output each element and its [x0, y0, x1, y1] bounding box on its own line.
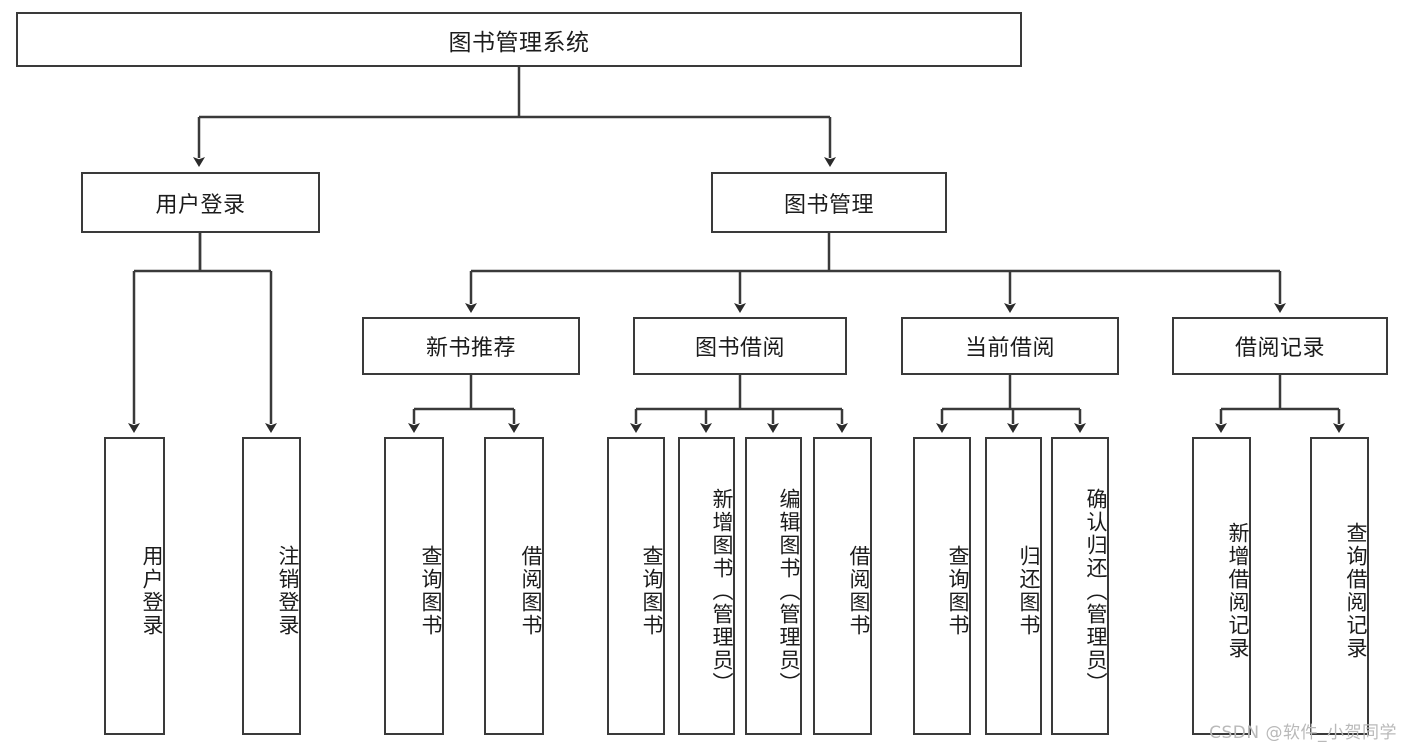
- node-label: 查询图书: [419, 545, 443, 637]
- node-borrow-record[interactable]: 借阅记录: [1172, 317, 1388, 375]
- node-book-manage[interactable]: 图书管理: [711, 172, 947, 233]
- node-label: 当前借阅: [964, 336, 1055, 361]
- node-leaf-add-book[interactable]: 新增图书（管理员）: [678, 437, 735, 735]
- node-leaf-borrow-book-1[interactable]: 借阅图书: [484, 437, 544, 735]
- node-label: 注销登录: [276, 545, 300, 637]
- node-leaf-logout[interactable]: 注销登录: [242, 437, 301, 735]
- node-label: 图书管理系统: [448, 29, 590, 56]
- node-label: 编辑图书（管理员）: [777, 487, 801, 695]
- node-label: 确认归还（管理员）: [1084, 487, 1108, 695]
- node-label: 用户登录: [155, 192, 246, 218]
- node-new-book-recommend[interactable]: 新书推荐: [362, 317, 580, 375]
- node-book-borrow[interactable]: 图书借阅: [633, 317, 847, 375]
- node-leaf-borrow-book-2[interactable]: 借阅图书: [813, 437, 872, 735]
- node-label: 查询图书: [640, 545, 664, 637]
- node-current-borrow[interactable]: 当前借阅: [901, 317, 1119, 375]
- node-label: 查询借阅记录: [1344, 522, 1368, 660]
- node-label: 查询图书: [946, 545, 970, 637]
- csdn-watermark: CSDN @软件_小贺同学: [1209, 723, 1397, 743]
- node-label: 新增图书（管理员）: [710, 487, 734, 695]
- node-label: 借阅图书: [847, 545, 871, 637]
- node-leaf-query-book-3[interactable]: 查询图书: [913, 437, 971, 735]
- node-leaf-confirm-return[interactable]: 确认归还（管理员）: [1051, 437, 1109, 735]
- node-root-system[interactable]: 图书管理系统: [16, 12, 1022, 67]
- node-label: 借阅记录: [1234, 336, 1325, 361]
- node-label: 归还图书: [1017, 545, 1041, 637]
- node-label: 用户登录: [140, 545, 164, 637]
- node-label: 新增借阅记录: [1226, 522, 1250, 660]
- node-user-login[interactable]: 用户登录: [81, 172, 320, 233]
- node-leaf-query-book-1[interactable]: 查询图书: [384, 437, 444, 735]
- node-label: 图书借阅: [694, 336, 785, 361]
- node-leaf-query-book-2[interactable]: 查询图书: [607, 437, 665, 735]
- node-leaf-return-book[interactable]: 归还图书: [985, 437, 1042, 735]
- node-leaf-edit-book[interactable]: 编辑图书（管理员）: [745, 437, 802, 735]
- node-leaf-add-borrow-record[interactable]: 新增借阅记录: [1192, 437, 1251, 735]
- node-label: 新书推荐: [425, 336, 516, 361]
- node-label: 借阅图书: [519, 545, 543, 637]
- node-label: 图书管理: [783, 192, 874, 218]
- node-leaf-query-borrow-record[interactable]: 查询借阅记录: [1310, 437, 1369, 735]
- node-leaf-user-login[interactable]: 用户登录: [104, 437, 165, 735]
